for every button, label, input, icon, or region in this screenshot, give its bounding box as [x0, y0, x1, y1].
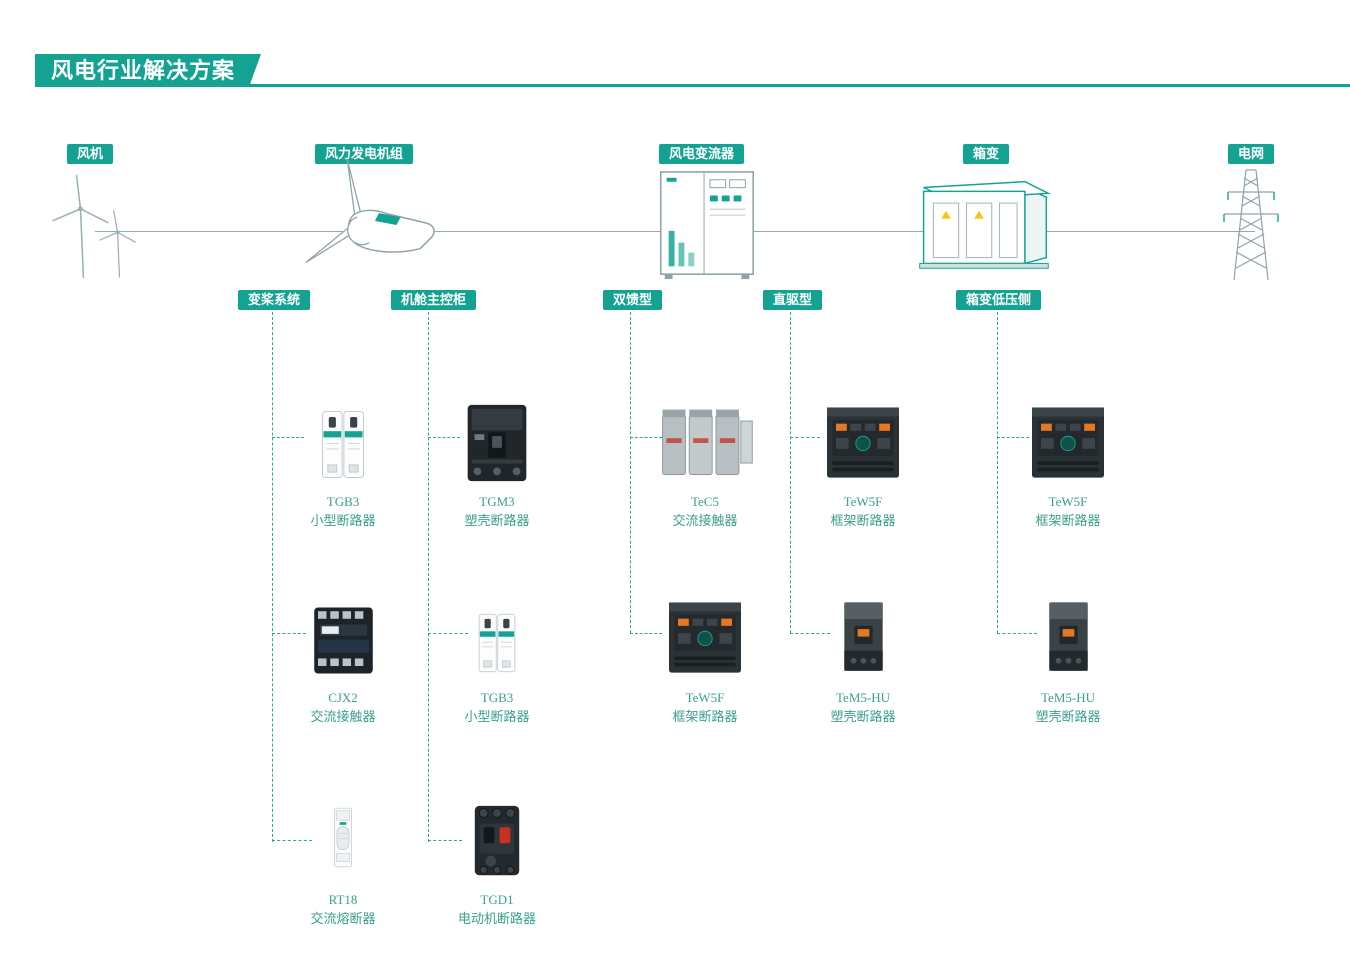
product-card: TeC5 交流接触器: [650, 392, 760, 531]
dashed-stub: [997, 437, 1029, 438]
product-model: TGD1: [480, 892, 514, 907]
product-name: 交流熔断器: [310, 910, 376, 926]
category-badge-nacelle-main-cabinet: 机舱主控柜: [391, 290, 477, 310]
ac-contactor-icon: [288, 588, 398, 683]
product-card: TeW5F 框架断路器: [1013, 392, 1123, 531]
product-model: TeW5F: [843, 494, 883, 509]
dashed-stub: [428, 633, 468, 634]
dashed-trunk-col5: [997, 312, 998, 633]
product-name: 框架断路器: [672, 708, 738, 724]
stage-badge-generator-set: 风力发电机组: [315, 144, 414, 164]
molded-case-breaker-orange-icon: [1013, 588, 1123, 683]
molded-case-breaker-icon: [442, 392, 552, 487]
dashed-stub: [997, 633, 1037, 634]
product-card: TeW5F 框架断路器: [650, 588, 760, 727]
stage-badge-box-substation: 箱变: [963, 144, 1010, 164]
motor-circuit-breaker-icon: [442, 790, 552, 885]
air-circuit-breaker-icon: [808, 392, 918, 487]
ac-fuse-icon: [288, 790, 398, 885]
product-name: 塑壳断路器: [830, 708, 896, 724]
product-card: TeM5-HU 塑壳断路器: [1013, 588, 1123, 727]
product-model: RT18: [328, 892, 358, 907]
wind-turbine-icon: [50, 162, 150, 289]
product-model: TeM5-HU: [836, 690, 890, 705]
product-name: 塑壳断路器: [464, 512, 530, 528]
air-circuit-breaker-icon: [1013, 392, 1123, 487]
product-card: TeW5F 框架断路器: [808, 392, 918, 531]
product-model: TeM5-HU: [1041, 690, 1095, 705]
ac-contactor-gray-icon: [650, 392, 760, 487]
dashed-trunk-col2: [428, 312, 429, 842]
product-name: 塑壳断路器: [1035, 708, 1101, 724]
product-card: TGB3 小型断路器: [288, 392, 398, 531]
dashed-stub: [790, 633, 830, 634]
category-badge-direct-drive: 直驱型: [763, 290, 823, 310]
product-model: TeW5F: [685, 690, 725, 705]
product-card: TGM3 塑壳断路器: [442, 392, 552, 531]
category-badge-doubly-fed: 双馈型: [603, 290, 663, 310]
product-name: 小型断路器: [310, 512, 376, 528]
dashed-stub: [790, 437, 820, 438]
product-model: TeC5: [691, 494, 719, 509]
stage-badge-converter: 风电变流器: [659, 144, 745, 164]
product-model: TGB3: [326, 494, 360, 509]
product-model: CJX2: [328, 690, 358, 705]
category-badge-pitch-system: 变桨系统: [238, 290, 311, 310]
product-card: CJX2 交流接触器: [288, 588, 398, 727]
product-card: RT18 交流熔断器: [288, 790, 398, 929]
dashed-stub: [272, 437, 304, 438]
product-card: TeM5-HU 塑壳断路器: [808, 588, 918, 727]
dashed-stub: [630, 437, 662, 438]
dashed-stub: [272, 633, 306, 634]
product-card: TGB3 小型断路器: [442, 588, 552, 727]
miniature-circuit-breaker-icon: [442, 588, 552, 683]
converter-cabinet-icon: [652, 166, 762, 289]
product-model: TeW5F: [1048, 494, 1088, 509]
product-model: TGM3: [479, 494, 515, 509]
box-substation-icon: [908, 168, 1058, 285]
dashed-stub: [272, 840, 312, 841]
dashed-stub: [428, 437, 460, 438]
wind-generator-nacelle-icon: [295, 158, 445, 291]
stage-badge-wind-turbine: 风机: [67, 144, 114, 164]
dashed-trunk-col4: [790, 312, 791, 633]
product-name: 电动机断路器: [457, 910, 536, 926]
dashed-stub: [428, 840, 462, 841]
dashed-stub: [630, 633, 662, 634]
product-model: TGB3: [480, 690, 514, 705]
dashed-trunk-col1: [272, 312, 273, 842]
category-badge-lv-side: 箱变低压侧: [956, 290, 1042, 310]
transmission-tower-icon: [1216, 162, 1286, 287]
product-name: 框架断路器: [1035, 512, 1101, 528]
product-card: TGD1 电动机断路器: [442, 790, 552, 929]
product-name: 框架断路器: [830, 512, 896, 528]
title-underline: [35, 84, 1350, 87]
page-title: 风电行业解决方案: [35, 54, 261, 87]
miniature-circuit-breaker-icon: [288, 392, 398, 487]
product-name: 交流接触器: [672, 512, 738, 528]
air-circuit-breaker-icon: [650, 588, 760, 683]
molded-case-breaker-orange-icon: [808, 588, 918, 683]
dashed-trunk-col3: [630, 312, 631, 633]
product-name: 小型断路器: [464, 708, 530, 724]
product-name: 交流接触器: [310, 708, 376, 724]
stage-badge-grid: 电网: [1228, 144, 1275, 164]
